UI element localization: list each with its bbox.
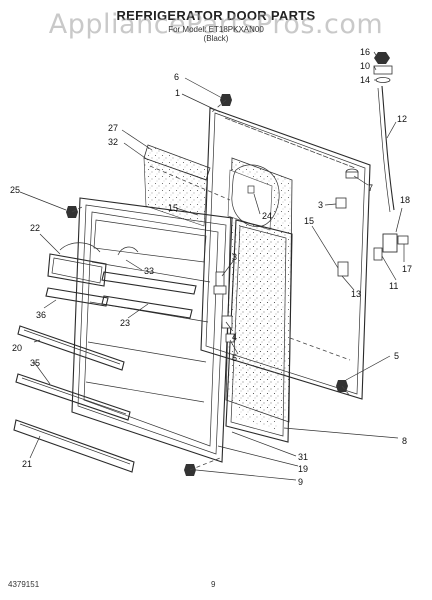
dairy-bin (45, 287, 109, 307)
hinge-cable (377, 85, 395, 213)
page-number: 9 (211, 580, 216, 589)
callout-18: 18 (400, 195, 410, 205)
callout-5-center: 5 (232, 353, 237, 363)
callout-15-right: 15 (304, 216, 314, 226)
callout-3-center: 3 (232, 252, 237, 262)
door-gasket-frame (225, 219, 293, 443)
diagram-title: REFRIGERATOR DOOR PARTS (116, 8, 316, 23)
color-line: (Black) (203, 34, 229, 43)
callout-leaders (19, 51, 405, 481)
assembly-guides (71, 99, 351, 471)
callout-1: 1 (175, 88, 180, 98)
callout-3-upper: 3 (318, 200, 323, 210)
callout-33: 33 (144, 266, 154, 276)
callout-27: 27 (108, 123, 118, 133)
model-line: For Model: ET18PKXAN00 (168, 25, 264, 34)
callout-21: 21 (22, 459, 32, 469)
callout-14: 14 (360, 75, 370, 85)
top-hinge-hardware (373, 52, 393, 83)
shelf-rails (13, 325, 135, 473)
hinge-pin-cap (345, 168, 359, 179)
callout-24: 24 (262, 211, 272, 221)
callout-6: 6 (174, 72, 179, 82)
callout-20: 20 (12, 343, 22, 353)
callout-8: 8 (402, 436, 407, 446)
callout-15-center: 15 (168, 203, 178, 213)
callout-16: 16 (360, 47, 370, 57)
callout-22: 22 (30, 223, 40, 233)
document-number: 4379151 (8, 580, 40, 589)
callout-32: 32 (108, 137, 118, 147)
callout-17: 17 (402, 264, 412, 274)
callout-11: 11 (389, 281, 398, 291)
door-switch-assembly (337, 233, 409, 277)
callout-12: 12 (397, 114, 407, 124)
outer-door-panel (200, 107, 371, 400)
callout-7: 7 (368, 183, 373, 193)
door-screws (66, 94, 348, 476)
site-watermark: AppliancePartsPros.com (48, 9, 384, 40)
callout-35: 35 (30, 358, 40, 368)
callout-31: 31 (298, 452, 308, 462)
center-hinge-parts (213, 271, 235, 343)
callout-10: 10 (360, 61, 370, 71)
callout-4: 4 (232, 332, 237, 342)
trim-pieces (101, 271, 197, 319)
callout-23: 23 (120, 318, 130, 328)
callout-labels: 16 10 14 6 1 12 27 32 7 25 3 15 24 18 15… (10, 47, 412, 487)
callout-19: 19 (298, 464, 308, 474)
callout-9: 9 (298, 477, 303, 487)
callout-36: 36 (36, 310, 46, 320)
callout-5-right: 5 (394, 351, 399, 361)
callout-13: 13 (351, 289, 361, 299)
callout-25: 25 (10, 185, 20, 195)
inner-door-liner (71, 197, 233, 463)
dairy-door (47, 242, 107, 287)
upper-hinge-bracket (335, 197, 347, 209)
